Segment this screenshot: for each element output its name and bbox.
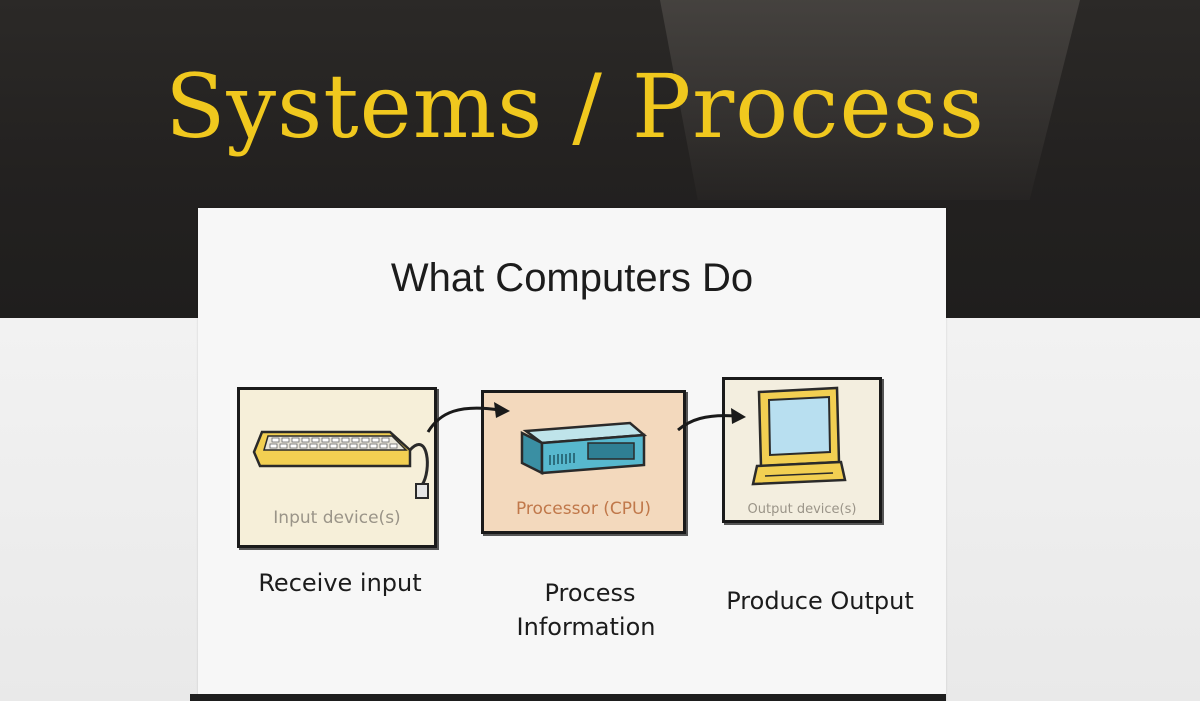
light-reflection bbox=[660, 0, 1080, 200]
arrow-input-to-cpu bbox=[426, 406, 501, 433]
arrow-head-2 bbox=[731, 408, 746, 424]
slide-bottom-edge bbox=[190, 694, 946, 701]
input-panel: Input device(s) bbox=[237, 387, 437, 548]
monitor-icon bbox=[751, 386, 847, 486]
caption-process-line1: Process bbox=[544, 579, 636, 607]
caption-produce-output: Produce Output bbox=[726, 587, 914, 615]
keyboard-icon bbox=[252, 430, 429, 499]
caption-process-line2: Information bbox=[516, 613, 656, 641]
slide-heading: Systems / Process bbox=[165, 55, 985, 158]
inner-slide-title: What Computers Do bbox=[390, 256, 754, 300]
processor-label: Processor (CPU) bbox=[515, 499, 652, 519]
input-device-label: Input device(s) bbox=[273, 508, 401, 528]
cpu-icon bbox=[520, 421, 648, 476]
output-device-label: Output device(s) bbox=[747, 502, 857, 517]
processor-panel: Processor (CPU) bbox=[481, 390, 686, 534]
output-panel: Output device(s) bbox=[722, 377, 882, 523]
caption-receive-input: Receive input bbox=[258, 569, 422, 597]
arrow-cpu-to-output bbox=[677, 414, 737, 432]
arrow-head-1 bbox=[494, 402, 510, 418]
